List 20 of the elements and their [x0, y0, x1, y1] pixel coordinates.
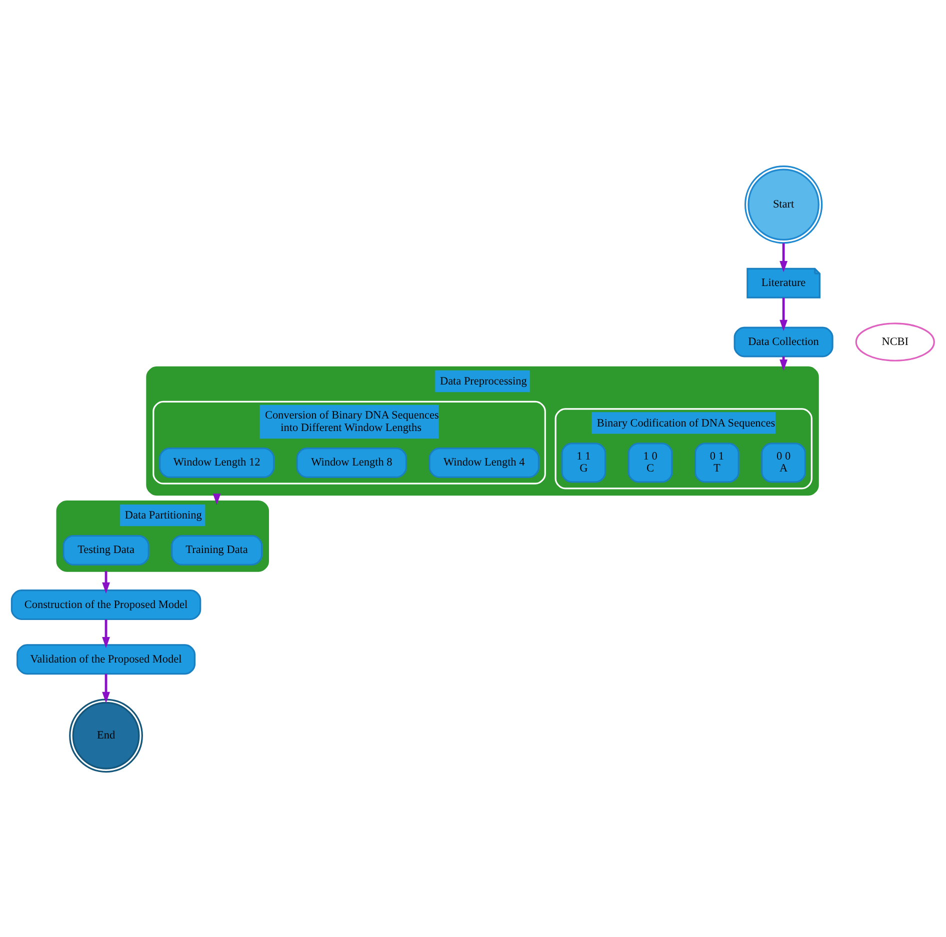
- arrow: [102, 673, 110, 703]
- node-box: Training Data: [171, 534, 263, 565]
- node-circle: End: [69, 698, 143, 772]
- node-box: 0 1 T: [694, 442, 740, 482]
- node-box: 1 1 G: [561, 442, 606, 482]
- node-box: Window Length 12: [159, 446, 275, 478]
- node-ellipse: NCBI: [855, 322, 935, 361]
- arrow: [780, 297, 788, 331]
- node-box: Testing Data: [62, 534, 150, 565]
- node-box: Construction of the Proposed Model: [10, 589, 202, 620]
- node-box: 1 0 C: [628, 442, 673, 482]
- arrow: [780, 242, 788, 272]
- node-box: Window Length 8: [296, 446, 408, 478]
- node-box: Validation of the Proposed Model: [16, 644, 196, 674]
- node-box: Data Collection: [734, 326, 834, 357]
- node-box: Window Length 4: [428, 446, 540, 478]
- node-box: 0 0 A: [761, 442, 806, 482]
- arrow: [102, 619, 110, 648]
- node-circle: Start: [744, 165, 823, 244]
- arrow: [102, 570, 110, 594]
